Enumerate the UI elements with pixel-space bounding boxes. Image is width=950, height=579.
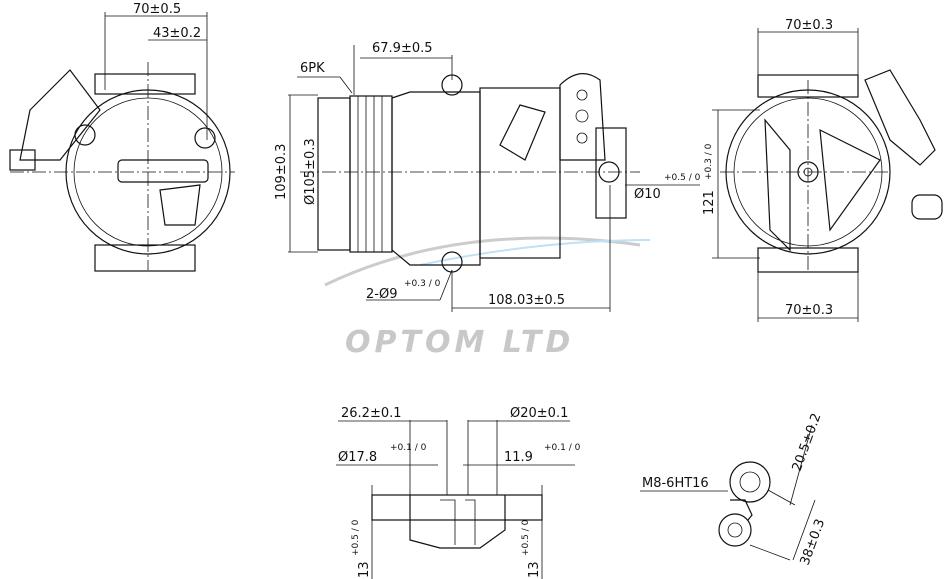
dim-port-inner-offset-tol: +0.1 / 0 bbox=[544, 443, 581, 453]
dim-port-outer-diameter: Ø20±0.1 bbox=[510, 406, 568, 421]
dim-rear-height: 121 bbox=[702, 190, 717, 215]
side-view: 109±0.3 Ø105±0.3 67.9±0.5 6PK Ø10 +0.5 /… bbox=[274, 41, 701, 312]
dim-port-hole: Ø10 bbox=[634, 187, 661, 202]
dim-bracket-pitch-1: 20.5±0.2 bbox=[790, 411, 825, 473]
belt-type-label: 6PK bbox=[300, 61, 325, 76]
port-section-view: 26.2±0.1 Ø20±0.1 Ø17.8 +0.1 / 0 11.9 +0.… bbox=[336, 406, 581, 579]
rear-view: 70±0.3 121 +0.3 / 0 70±0.3 bbox=[702, 18, 943, 322]
dim-front-width: 70±0.5 bbox=[133, 2, 181, 17]
dim-port-hole-tol: +0.5 / 0 bbox=[664, 173, 701, 183]
dim-port-depth-right: 13 bbox=[527, 561, 542, 578]
dim-port-depth-left: 13 bbox=[357, 561, 372, 578]
dim-pulley-depth: 67.9±0.5 bbox=[372, 41, 433, 56]
dim-port-depth-left-tol: +0.5 / 0 bbox=[351, 519, 361, 556]
dim-rear-bottom-width: 70±0.3 bbox=[785, 303, 833, 318]
dim-rear-top-width: 70±0.3 bbox=[785, 18, 833, 33]
dim-port-inner-offset: 11.9 bbox=[504, 450, 533, 465]
dim-mount-holes-tol: +0.3 / 0 bbox=[404, 279, 441, 289]
dim-length: 108.03±0.5 bbox=[488, 293, 565, 308]
dim-mount-holes: 2-Ø9 bbox=[366, 287, 397, 302]
dim-port-left-offset: 26.2±0.1 bbox=[341, 406, 402, 421]
dim-bracket-pitch-2: 38±0.3 bbox=[798, 517, 829, 567]
dim-port-inner-diameter: Ø17.8 bbox=[338, 450, 377, 465]
dim-front-offset: 43±0.2 bbox=[153, 26, 201, 41]
front-view: 70±0.5 43±0.2 bbox=[9, 2, 235, 272]
dim-bracket-thread: M8-6HT16 bbox=[642, 476, 709, 491]
watermark: OPTOM LTD bbox=[324, 236, 651, 360]
dim-port-inner-diameter-tol: +0.1 / 0 bbox=[390, 443, 427, 453]
dim-port-depth-right-tol: +0.5 / 0 bbox=[521, 519, 531, 556]
dim-rear-height-tol: +0.3 / 0 bbox=[704, 143, 714, 180]
watermark-text: OPTOM LTD bbox=[345, 325, 574, 360]
bracket-detail-view: M8-6HT16 20.5±0.2 38±0.3 bbox=[640, 411, 828, 567]
dim-pulley-diameter: Ø105±0.3 bbox=[303, 138, 318, 205]
dim-side-height: 109±0.3 bbox=[274, 144, 289, 200]
